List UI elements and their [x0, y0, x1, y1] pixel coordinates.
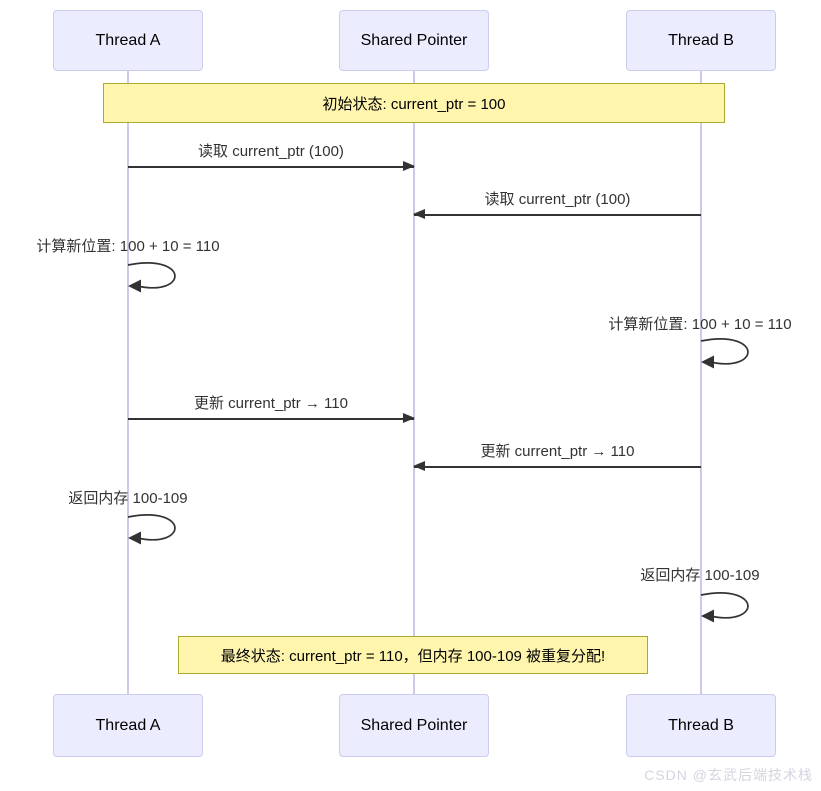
note-initial-state: 初始状态: current_ptr = 100 [103, 83, 725, 123]
actor-top-shared-pointer: Shared Pointer [339, 10, 489, 71]
actor-bottom-shared-pointer: Shared Pointer [339, 694, 489, 757]
watermark: CSDN @玄武后端技术栈 [644, 767, 813, 783]
arrowhead-right-icon [403, 413, 415, 423]
message-update-b-label: 更新 current_ptr → 110 [480, 443, 635, 460]
lifeline-thread-a [127, 71, 129, 694]
actor-label: Thread B [668, 31, 734, 49]
actor-label: Shared Pointer [360, 716, 468, 734]
message-read-a-label: 读取 current_ptr (100) [198, 143, 344, 160]
arrowhead-right-icon [403, 161, 415, 171]
actor-label: Thread A [95, 31, 161, 49]
message-update-a-label: 更新 current_ptr → 110 [194, 395, 348, 412]
arrowhead-left-icon [413, 209, 425, 219]
actor-label: Thread A [95, 716, 161, 734]
selfloop-calc-b-label: 计算新位置: 100 + 10 = 110 [608, 316, 792, 333]
actor-top-thread-a: Thread A [53, 10, 203, 71]
selfloop-calc-a-label: 计算新位置: 100 + 10 = 110 [36, 238, 220, 255]
note-text: 最终状态: current_ptr = 110，但内存 100-109 被重复分… [220, 647, 606, 665]
actor-bottom-thread-b: Thread B [626, 694, 776, 757]
self-loop-arrow-icon [700, 338, 749, 369]
message-read-b-arrow [413, 209, 701, 219]
actor-bottom-thread-a: Thread A [53, 694, 203, 757]
message-update-a-arrow [128, 413, 415, 423]
note-text: 初始状态: current_ptr = 100 [322, 95, 506, 113]
arrowhead-left-icon [413, 461, 425, 471]
selfloop-free-b-label: 返回内存 100-109 [640, 567, 760, 584]
self-loop-arrow-icon [127, 514, 176, 545]
actor-top-thread-b: Thread B [626, 10, 776, 71]
lifeline-shared-pointer [413, 71, 415, 694]
message-read-a-arrow [128, 161, 415, 171]
selfloop-free-a-label: 返回内存 100-109 [68, 490, 188, 507]
actor-label: Shared Pointer [360, 31, 468, 49]
actor-label: Thread B [668, 716, 734, 734]
self-loop-arrow-icon [127, 262, 176, 293]
self-loop-arrow-icon [700, 592, 749, 623]
message-read-b-label: 读取 current_ptr (100) [484, 191, 631, 208]
lifeline-thread-b [700, 71, 702, 694]
note-final-state: 最终状态: current_ptr = 110，但内存 100-109 被重复分… [178, 636, 648, 674]
message-update-b-arrow [413, 461, 701, 471]
